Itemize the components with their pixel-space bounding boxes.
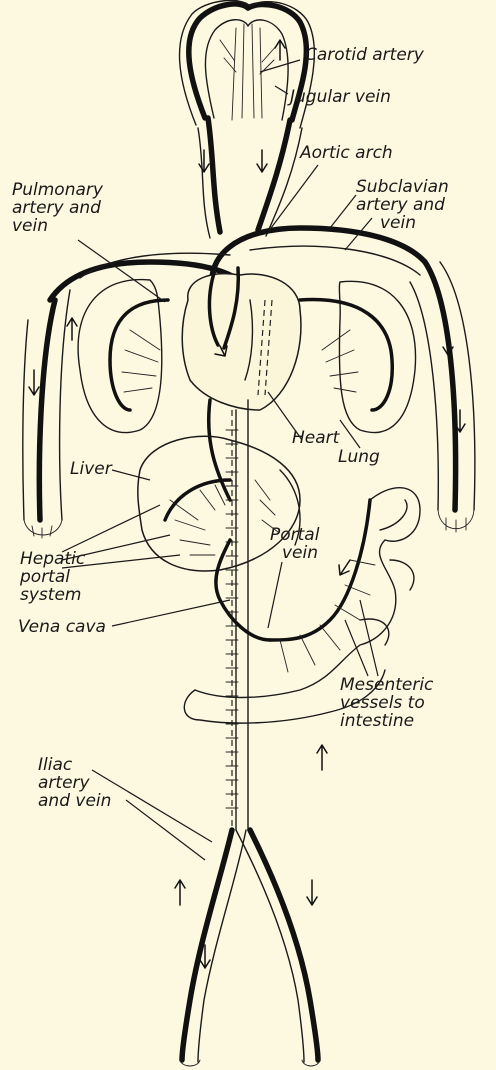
label-aortic-arch: Aortic arch — [299, 143, 393, 163]
label-heart: Heart — [292, 428, 341, 448]
liver — [138, 436, 300, 571]
label-lung: Lung — [338, 447, 380, 467]
label-mesenteric-line1: Mesenteric — [340, 675, 434, 695]
label-pulmonary-line3: vein — [12, 216, 48, 236]
heart — [182, 268, 301, 410]
label-pulmonary-line2: artery and — [12, 198, 101, 218]
label-jugular-vein: Jugular vein — [287, 87, 391, 107]
label-subclavian-line3: vein — [380, 213, 416, 233]
legs — [175, 745, 327, 1066]
label-subclavian-line2: artery and — [356, 195, 445, 215]
head-loop — [180, 0, 315, 238]
label-portal-line1: Portal — [270, 525, 320, 545]
label-carotid-artery: Carotid artery — [305, 45, 425, 65]
label-liver: Liver — [70, 459, 113, 479]
label-portal-line2: vein — [282, 543, 318, 563]
label-mesenteric-line2: vessels to — [340, 693, 425, 713]
label-iliac-line2: artery — [38, 773, 91, 793]
label-hepatic-line2: portal — [19, 567, 70, 587]
label-mesenteric-line3: intestine — [340, 711, 414, 731]
label-vena-cava: Vena cava — [18, 617, 106, 637]
label-iliac-line3: and vein — [38, 791, 111, 811]
label-pulmonary-line1: Pulmonary — [12, 180, 104, 200]
label-subclavian-line1: Subclavian — [356, 177, 449, 197]
label-iliac-line1: Iliac — [38, 755, 73, 775]
label-hepatic-line3: system — [20, 585, 81, 605]
